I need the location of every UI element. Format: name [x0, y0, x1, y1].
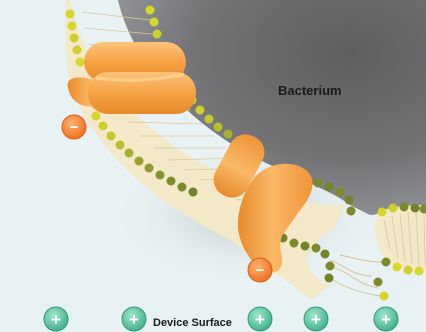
svg-text:+: + — [381, 310, 391, 329]
svg-text:+: + — [311, 310, 321, 329]
bacterium-label: Bacterium — [278, 83, 342, 98]
svg-text:−: − — [70, 119, 79, 136]
positive-charge-3: + — [248, 307, 272, 331]
device-surface-label: Device Surface — [153, 317, 232, 329]
positive-charge-4: + — [304, 307, 328, 331]
negative-charge-2: − — [248, 258, 272, 282]
svg-text:+: + — [129, 310, 139, 329]
svg-text:+: + — [51, 310, 61, 329]
positive-charge-2: + — [122, 307, 146, 331]
positive-charge-5: + — [374, 307, 398, 331]
svg-text:−: − — [256, 262, 265, 279]
svg-text:+: + — [255, 310, 265, 329]
positive-charge-1: + — [44, 307, 68, 331]
negative-charge-1: − — [62, 115, 86, 139]
